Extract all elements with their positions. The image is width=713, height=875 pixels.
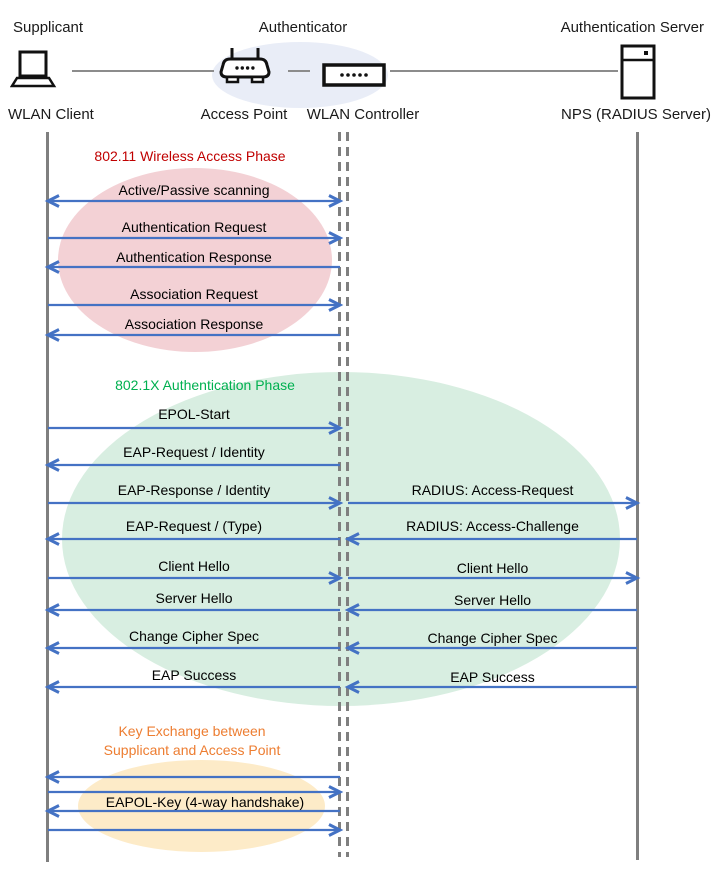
message-arrow-right: [48, 823, 344, 837]
node-label-access-point: Access Point: [200, 106, 288, 123]
role-label-authentication-server: Authentication Server: [560, 19, 704, 36]
message-label: Association Response: [124, 316, 264, 332]
controller-lifeline-right: [346, 132, 349, 857]
server-icon: [620, 44, 656, 100]
message-arrow-right: [48, 571, 344, 585]
message-label: EAP-Response / Identity: [117, 482, 271, 498]
message-label: Change Cipher Spec: [129, 628, 259, 644]
message-label: EAP-Request / Identity: [123, 444, 265, 460]
message-arrow-left: [44, 328, 340, 342]
phase-title-authentication: 802.1X Authentication Phase: [115, 377, 295, 393]
connector-ap-controller: [288, 70, 310, 72]
message-arrow-left: [344, 680, 637, 694]
message-arrow-left: [44, 260, 340, 274]
phase-ellipse-wireless-access: [58, 168, 332, 352]
controller-lifeline-left: [338, 132, 341, 857]
message-label: EPOL-Start: [158, 406, 230, 422]
supplicant-lifeline: [46, 132, 49, 862]
message-label: Authentication Request: [121, 219, 267, 235]
phase-title-wireless-access: 802.11 Wireless Access Phase: [94, 148, 286, 164]
message-arrow-left: [344, 532, 637, 546]
message-label: Client Hello: [158, 558, 230, 574]
wlan-controller-icon: [322, 63, 386, 87]
message-arrow-left: [44, 532, 340, 546]
message-arrow-left: [44, 641, 340, 655]
message-arrow-left: [344, 641, 637, 655]
connector-controller-server: [390, 70, 618, 72]
message-label: RADIUS: Access-Challenge: [406, 518, 579, 534]
message-arrow-both: [44, 194, 344, 208]
message-arrow-left: [344, 603, 637, 617]
node-label-wlan-controller: WLAN Controller: [306, 106, 420, 123]
server-lifeline: [636, 132, 639, 860]
message-arrow-right: [48, 785, 344, 799]
role-label-authenticator: Authenticator: [258, 19, 348, 36]
message-label: Authentication Response: [116, 249, 272, 265]
message-label: EAP-Request / (Type): [125, 518, 263, 534]
message-label: EAP Success: [151, 667, 237, 683]
message-arrow-right: [348, 571, 641, 585]
message-arrow-right: [48, 231, 344, 245]
message-arrow-right: [48, 421, 344, 435]
message-label: EAPOL-Key (4-way handshake): [105, 794, 305, 810]
message-arrow-left: [44, 603, 340, 617]
message-arrow-left: [44, 770, 340, 784]
role-label-supplicant: Supplicant: [13, 19, 84, 36]
phase-ellipse-key-exchange: [78, 760, 325, 852]
message-arrow-right: [48, 298, 344, 312]
message-label: Active/Passive scanning: [118, 182, 270, 198]
message-label: Association Request: [130, 286, 258, 302]
connector-client-ap: [72, 70, 214, 72]
laptop-icon: [10, 50, 57, 88]
message-arrow-left: [44, 458, 340, 472]
message-label: Server Hello: [155, 590, 233, 606]
message-label: Server Hello: [453, 592, 532, 608]
message-label: Change Cipher Spec: [427, 630, 558, 646]
node-label-nps-radius-server: NPS (RADIUS Server): [560, 106, 712, 123]
phase-title-key-exchange: Key Exchange between Supplicant and Acce…: [103, 723, 281, 758]
access-point-icon: [219, 48, 271, 84]
message-arrow-right: [48, 496, 344, 510]
message-label: EAP Success: [450, 669, 535, 685]
message-label: Client Hello: [456, 560, 529, 576]
node-label-wlan-client: WLAN Client: [8, 106, 94, 123]
message-arrow-left: [44, 680, 340, 694]
message-arrow-right: [348, 496, 641, 510]
message-label: RADIUS: Access-Request: [411, 482, 574, 498]
message-arrow-left: [44, 804, 340, 818]
